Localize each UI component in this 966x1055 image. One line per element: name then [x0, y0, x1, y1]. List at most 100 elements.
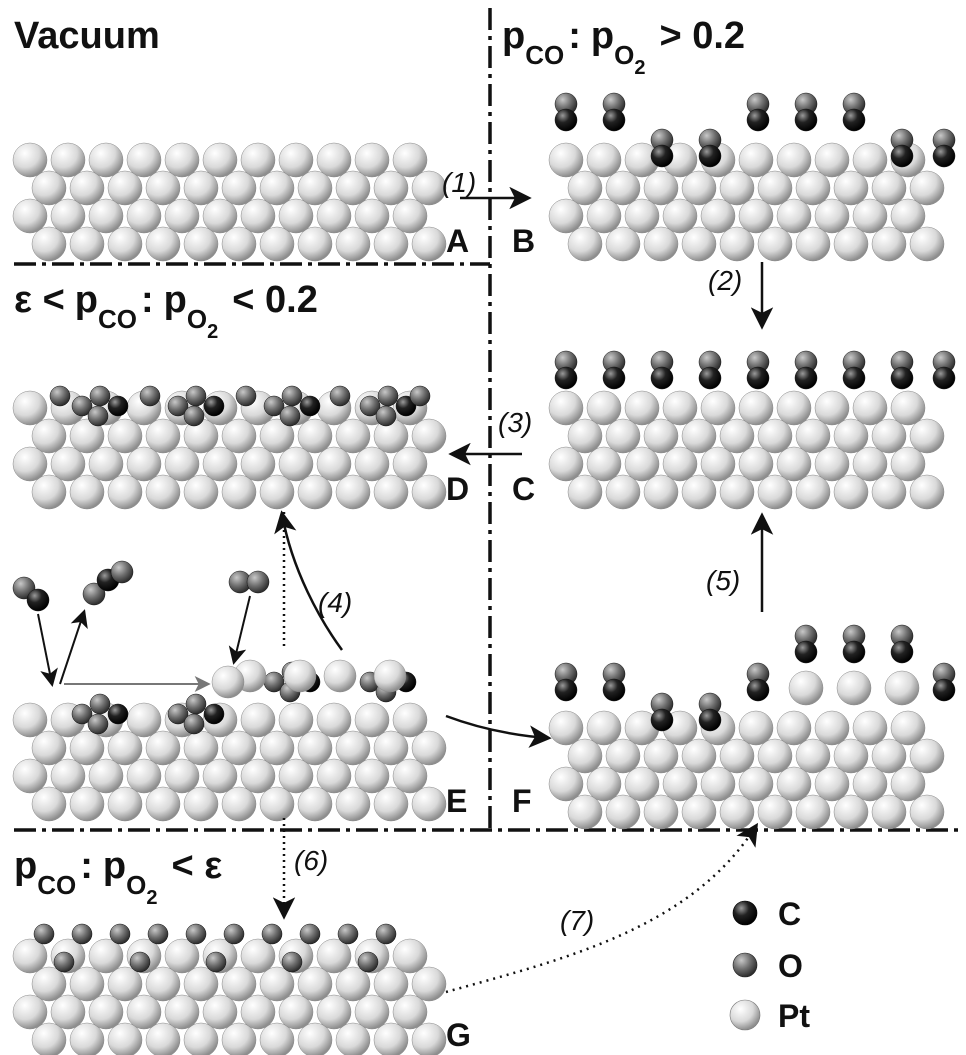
- pt-atom: [88, 938, 124, 974]
- pt-atom: [852, 766, 888, 802]
- pt-atom: [871, 418, 907, 454]
- pt-atom: [202, 142, 238, 178]
- pt-atom: [69, 730, 105, 766]
- pt-atom: [624, 390, 660, 426]
- pt-atom: [392, 142, 428, 178]
- pt-atom: [548, 390, 584, 426]
- pt-atom: [681, 418, 717, 454]
- panel-letter-g: G: [446, 1017, 471, 1053]
- pt-atom: [259, 730, 295, 766]
- pt-atom: [278, 142, 314, 178]
- carbon-atom: [842, 366, 866, 390]
- pt-atom: [624, 198, 660, 234]
- pt-atom: [240, 702, 276, 738]
- arrow-e-to-f: [445, 714, 552, 748]
- oxygen-atom: [71, 395, 93, 417]
- pt-atom: [107, 170, 143, 206]
- pt-atom: [297, 226, 333, 262]
- pt-atom: [605, 738, 641, 774]
- pt-atom: [833, 794, 869, 830]
- pt-atom: [814, 142, 850, 178]
- pt-atom: [31, 730, 67, 766]
- legend-label-c: C: [778, 896, 801, 932]
- pt-atom: [183, 474, 219, 510]
- step-label-2: (2): [708, 265, 742, 296]
- pt-atom: [354, 142, 390, 178]
- pt-atom: [852, 198, 888, 234]
- pt-atom: [259, 966, 295, 1002]
- pt-atom: [757, 170, 793, 206]
- pt-atom: [700, 390, 736, 426]
- carbon-atom: [842, 108, 866, 132]
- pt-atom: [757, 794, 793, 830]
- pt-atom: [548, 710, 584, 746]
- pt-atom: [240, 758, 276, 794]
- pt-atom: [297, 786, 333, 822]
- pt-atom: [814, 390, 850, 426]
- panel-letter-e: E: [446, 783, 467, 819]
- pt-atom: [586, 198, 622, 234]
- carbon-atom: [650, 144, 674, 168]
- legend-swatch-pt: [729, 999, 761, 1031]
- pt-atom: [354, 446, 390, 482]
- carbon-atom: [698, 366, 722, 390]
- carbon-atom: [794, 640, 818, 664]
- oxygen-atom: [129, 951, 151, 973]
- pt-atom: [164, 758, 200, 794]
- pt-atom: [738, 198, 774, 234]
- carbon-atom: [746, 366, 770, 390]
- pt-atom: [586, 446, 622, 482]
- oxygen-atom: [87, 713, 109, 735]
- pt-atom: [69, 418, 105, 454]
- pt-atom: [107, 418, 143, 454]
- carbon-atom: [299, 395, 321, 417]
- pt-atom: [354, 994, 390, 1030]
- pt-atom: [411, 226, 447, 262]
- pt-atom: [69, 474, 105, 510]
- pt-atom: [259, 786, 295, 822]
- pt-atom: [126, 758, 162, 794]
- pt-atom: [183, 170, 219, 206]
- pt-atom: [392, 994, 428, 1030]
- pt-atom: [643, 794, 679, 830]
- pt-atom: [373, 1022, 409, 1055]
- pt-atom: [88, 446, 124, 482]
- pt-atom: [297, 418, 333, 454]
- pt-atom: [107, 966, 143, 1002]
- pt-atom: [738, 446, 774, 482]
- pt-atom: [662, 766, 698, 802]
- pt-atom: [221, 418, 257, 454]
- oxygen-atom: [183, 405, 205, 427]
- pt-atom: [890, 390, 926, 426]
- pt-atom: [126, 446, 162, 482]
- pt-atom: [909, 418, 945, 454]
- carbon-atom: [698, 144, 722, 168]
- pt-atom: [107, 226, 143, 262]
- oxygen-atom: [377, 385, 399, 407]
- pt-atom: [107, 786, 143, 822]
- pt-atom: [871, 474, 907, 510]
- panel-letter-a: A: [446, 223, 469, 259]
- region-title-high-ratio: pCO:pO2> 0.2: [502, 15, 745, 79]
- pt-atom: [145, 170, 181, 206]
- oxygen-atom: [53, 951, 75, 973]
- pt-atom: [411, 474, 447, 510]
- oxygen-atom: [185, 693, 207, 715]
- pt-atom: [164, 198, 200, 234]
- pt-atom: [202, 198, 238, 234]
- pt-adatom: [323, 659, 357, 693]
- carbon-atom: [746, 108, 770, 132]
- pt-atom: [278, 994, 314, 1030]
- panel-b-surface: [548, 92, 956, 262]
- panel-letter-f: F: [512, 783, 532, 819]
- pt-atom: [88, 142, 124, 178]
- pt-atom: [586, 142, 622, 178]
- oxygen-atom: [375, 923, 397, 945]
- pt-atom: [12, 198, 48, 234]
- pt-atom: [259, 226, 295, 262]
- carbon-atom: [602, 678, 626, 702]
- pt-atom: [567, 226, 603, 262]
- pt-atom: [411, 418, 447, 454]
- pt-atom: [548, 766, 584, 802]
- pt-atom: [392, 758, 428, 794]
